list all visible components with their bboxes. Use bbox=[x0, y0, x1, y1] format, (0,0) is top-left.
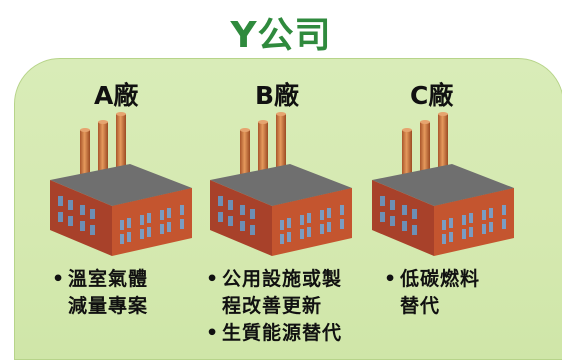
plant-a-item-line: 減量專案 bbox=[68, 295, 149, 317]
plant-a-item-line: 溫室氣體 bbox=[68, 268, 149, 290]
plant-a-factory-icon bbox=[40, 110, 200, 262]
plant-b-item-line: 公用設施或製 bbox=[222, 268, 343, 290]
company-title: Y公司 bbox=[230, 15, 332, 56]
plant-b-label: B廠 bbox=[255, 81, 300, 110]
plant-b-item-line: 程改善更新 bbox=[222, 295, 323, 317]
plant-b-item-line: 生質能源替代 bbox=[222, 322, 343, 344]
plant-a-bullets: 溫室氣體 減量專案 bbox=[52, 266, 148, 320]
plant-c-item: 低碳燃料 替代 bbox=[384, 266, 480, 320]
plant-c-factory-icon bbox=[362, 110, 522, 262]
plant-b-item: 生質能源替代 bbox=[206, 320, 342, 347]
plant-b-item: 公用設施或製 程改善更新 bbox=[206, 266, 342, 320]
plant-c-bullets: 低碳燃料 替代 bbox=[384, 266, 480, 320]
plant-c-item-line: 低碳燃料 bbox=[400, 268, 481, 290]
plant-c-item-line: 替代 bbox=[400, 295, 441, 317]
plant-c-label: C廠 bbox=[410, 81, 454, 110]
plant-a-item: 溫室氣體 減量專案 bbox=[52, 266, 148, 320]
plant-a-label: A廠 bbox=[94, 81, 139, 110]
plant-b-bullets: 公用設施或製 程改善更新 生質能源替代 bbox=[206, 266, 342, 347]
plant-b-factory-icon bbox=[200, 110, 360, 262]
